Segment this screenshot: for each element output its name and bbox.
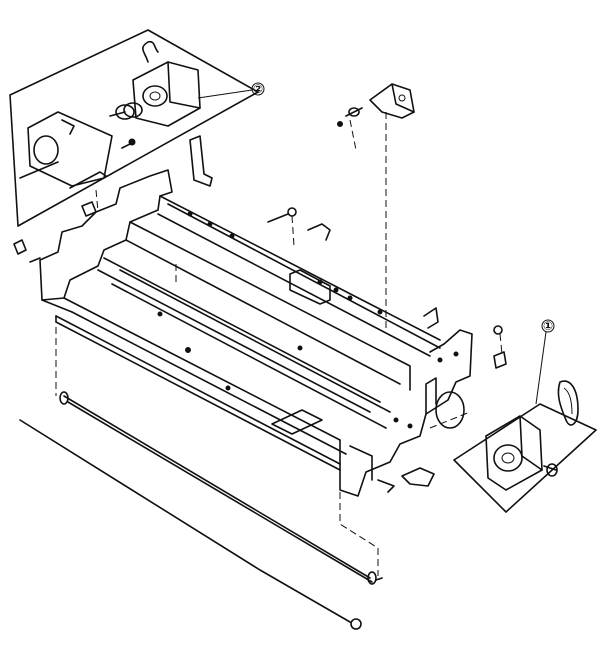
upper-motor-panel: ② [9, 29, 265, 227]
callout-label-lower: ① [543, 319, 553, 333]
left-connectors [13, 201, 97, 263]
callout-label-upper: ② [253, 82, 263, 96]
ground-cable [19, 419, 362, 630]
explosion-lines [55, 112, 503, 576]
roller-shaft [59, 391, 383, 585]
top-right-bracket [337, 83, 415, 127]
nut-washer [493, 325, 507, 369]
right-clip [423, 307, 439, 329]
upright-bracket [189, 135, 213, 187]
main-chassis [39, 169, 473, 497]
lower-motor-panel: ① [453, 319, 597, 513]
